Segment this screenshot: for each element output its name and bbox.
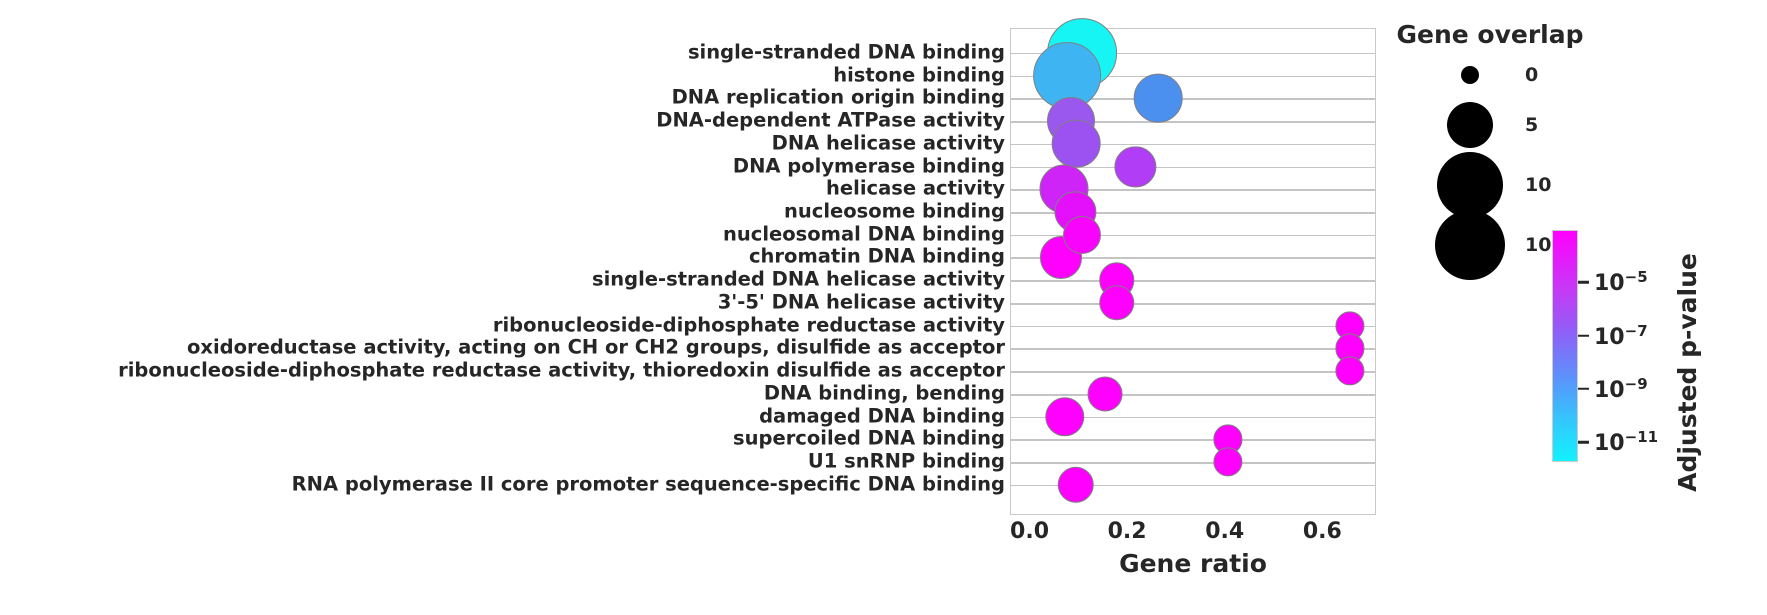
size-legend-marker: [1435, 210, 1505, 280]
x-tick-label: 0.0: [1010, 519, 1050, 544]
bubble-point[interactable]: [1099, 285, 1135, 321]
gridline: [1011, 189, 1375, 191]
colorbar-tick-mark: [1578, 334, 1589, 337]
colorbar-tick-label: 10−7: [1594, 321, 1648, 349]
colorbar-tick-exponent: −9: [1624, 374, 1648, 393]
size-legend-marker: [1447, 102, 1493, 148]
colorbar-tick-mark: [1578, 387, 1589, 391]
colorbar-tick-mark: [1578, 441, 1589, 444]
bubble-point[interactable]: [1044, 396, 1085, 437]
gridline: [1011, 416, 1375, 419]
x-tick-label: 0.6: [1302, 519, 1342, 544]
y-axis-label: ribonucleoside-diphosphate reductase act…: [492, 312, 1005, 336]
gridline: [1011, 325, 1375, 328]
colorbar-tick-mantissa: 10: [1594, 271, 1625, 297]
size-legend-label: 10: [1525, 174, 1552, 196]
y-axis-label: histone binding: [833, 62, 1005, 86]
gridline: [1011, 98, 1375, 100]
x-tick-label: 0.4: [1205, 519, 1245, 544]
plot-area: [1010, 17, 1376, 515]
y-axis-label: nucleosome binding: [784, 199, 1005, 223]
y-axis-label: oxidoreductase activity, acting on CH or…: [186, 335, 1005, 359]
y-axis-label: nucleosomal DNA binding: [723, 222, 1005, 245]
gridline: [1011, 52, 1375, 55]
colorbar-title-text: Adjusted p-value: [1672, 253, 1702, 492]
bubble-point[interactable]: [1087, 376, 1123, 412]
colorbar-title: Adjusted p-value: [1667, 230, 1707, 515]
y-axis-label: DNA replication origin binding: [671, 85, 1005, 109]
y-axis-label: damaged DNA binding: [759, 403, 1005, 427]
bubble-point[interactable]: [1213, 447, 1243, 477]
y-axis-label: RNA polymerase II core promoter sequence…: [291, 472, 1005, 496]
y-axis-label: DNA helicase activity: [771, 131, 1005, 155]
y-axis-label: ribonucleoside-diphosphate reductase act…: [118, 358, 1005, 382]
size-legend-marker: [1437, 152, 1503, 218]
x-axis-label: Gene ratio: [1119, 549, 1267, 578]
y-axis-label: single-stranded DNA binding: [687, 40, 1005, 64]
gridline: [1011, 257, 1375, 260]
size-legend-label: 10: [1525, 234, 1552, 256]
colorbar-tick-mantissa: 10: [1594, 324, 1625, 350]
gridline: [1011, 166, 1375, 169]
y-axis-label: supercoiled DNA binding: [733, 426, 1005, 450]
colorbar-tick-exponent: −11: [1624, 428, 1659, 447]
bubble-point[interactable]: [1062, 215, 1101, 254]
colorbar-gradient: [1552, 230, 1578, 462]
size-legend: Gene overlap 0 5 10 10: [1390, 20, 1620, 280]
colorbar-tick-label: 10−11: [1594, 428, 1658, 456]
y-axis-label: DNA-dependent ATPase activity: [656, 108, 1005, 132]
x-tick-label: 0.2: [1107, 519, 1147, 544]
gridline: [1011, 439, 1375, 441]
gridline: [1011, 143, 1375, 146]
bubble-point[interactable]: [1134, 74, 1183, 123]
gridline: [1011, 121, 1375, 123]
gridline: [1011, 484, 1375, 487]
gridline: [1011, 348, 1375, 351]
bubble-point[interactable]: [1114, 145, 1157, 188]
colorbar-tick-mark: [1578, 280, 1589, 284]
colorbar-tick-mantissa: 10: [1594, 378, 1625, 404]
colorbar-tick-exponent: −5: [1624, 268, 1648, 287]
colorbar-tick-exponent: −7: [1624, 321, 1648, 340]
colorbar-tick-label: 10−5: [1594, 268, 1648, 296]
bubble-point[interactable]: [1057, 466, 1095, 504]
colorbar-tick-mantissa: 10: [1594, 431, 1625, 457]
y-axis-label: DNA binding, bending: [763, 381, 1005, 405]
gridline: [1011, 280, 1375, 282]
y-axis-label: 3'-5' DNA helicase activity: [717, 290, 1005, 314]
gridline: [1011, 302, 1375, 305]
gridline: [1011, 212, 1375, 214]
size-legend-label: 0: [1525, 64, 1539, 86]
y-axis-label: single-stranded DNA helicase activity: [591, 267, 1005, 291]
y-axis-label: chromatin DNA binding: [748, 244, 1005, 268]
colorbar-tick-label: 10−9: [1594, 375, 1648, 403]
gridline: [1011, 393, 1375, 396]
bubble-point[interactable]: [1051, 119, 1101, 169]
y-axis-label: U1 snRNP binding: [807, 449, 1005, 473]
y-axis-label: helicase activity: [826, 176, 1005, 200]
size-legend-label: 5: [1525, 114, 1539, 136]
data-points-layer: [1011, 17, 1375, 514]
gridline: [1011, 462, 1375, 464]
size-legend-marker: [1461, 66, 1479, 84]
bubble-point[interactable]: [1335, 356, 1365, 386]
y-axis-label: DNA polymerase binding: [732, 153, 1005, 177]
gridline: [1011, 234, 1375, 237]
gridline: [1011, 75, 1375, 78]
gridline: [1011, 371, 1375, 373]
size-legend-title: Gene overlap: [1396, 20, 1584, 49]
